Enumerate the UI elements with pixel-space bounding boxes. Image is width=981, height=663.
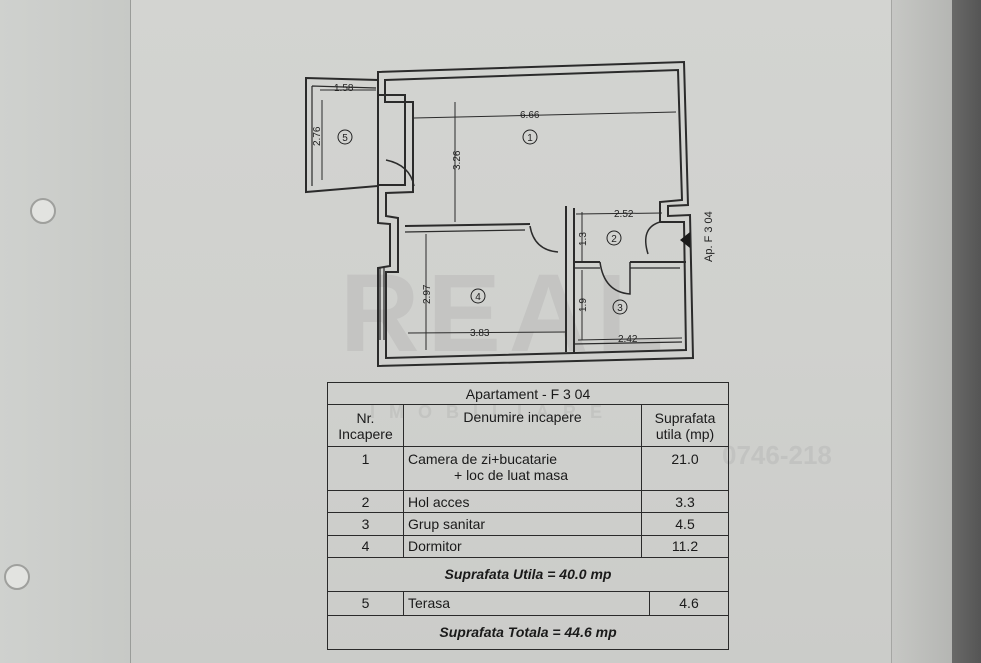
terrace-door [385, 159, 415, 187]
room-marker-2 [606, 230, 622, 246]
left-page [0, 0, 131, 663]
row-name-line1: Camera de zi+bucatarie [408, 451, 558, 468]
table-row: 1 Camera de zi+bucatarie + loc de luat m… [327, 446, 730, 492]
room-number-3: 3 [617, 303, 623, 314]
dimension-lines [320, 89, 683, 350]
dim-bedroom-width: 3.83 [470, 328, 490, 339]
table-row: 5 Terasa 4.6 [327, 590, 730, 616]
entrance-door [645, 221, 661, 255]
terrace-outline [305, 76, 379, 194]
dim-living-width: 6.66 [520, 110, 540, 121]
window-marks [377, 80, 385, 340]
dim-bath-height: 1.9 [578, 298, 589, 312]
dim-living-height: 3.26 [452, 150, 463, 170]
area-table: Apartament - F 3 04 Nr. Incapere Denumir… [326, 381, 730, 651]
room-number-1: 1 [527, 133, 533, 144]
room-marker-5 [337, 129, 353, 145]
binder-hole [30, 198, 56, 224]
living-bedroom-wall-inner [404, 229, 526, 233]
walls [305, 60, 695, 368]
header-nr: Nr. Incapere [327, 404, 404, 448]
room-number-4: 4 [475, 292, 481, 303]
terrace-inner [311, 85, 377, 186]
apartment-code-label: Ap. F 3 04 [703, 211, 715, 262]
table-row: 2 Hol acces 3.3 [327, 490, 730, 514]
room-number-5: 5 [342, 133, 348, 144]
usable-area-total: Suprafata Utila = 40.0 mp [326, 556, 730, 592]
table-row: 4 Dormitor 11.2 [327, 534, 730, 558]
dim-terasa-height: 2.76 [312, 126, 323, 146]
dim-hol-height: 1.3 [578, 232, 589, 246]
row-name-line2: + loc de luat masa [454, 467, 569, 484]
living-door [529, 225, 559, 253]
header-name: Denumire incapere [403, 404, 642, 448]
right-page-edge [891, 0, 952, 663]
dim-bath-width: 2.42 [618, 334, 638, 345]
bath-bottom [573, 341, 683, 345]
room-marker-4 [470, 288, 486, 304]
table-title: Apartament - F 3 04 [326, 381, 730, 406]
door-swings [385, 159, 661, 295]
room-marker-3 [612, 299, 628, 315]
room-number-2: 2 [611, 234, 617, 245]
entrance-arrow [680, 232, 690, 248]
grand-area-total: Suprafata Totala = 44.6 mp [326, 614, 730, 651]
dim-bedroom-height: 2.97 [422, 284, 433, 304]
header-area: Suprafata utila (mp) [640, 404, 730, 448]
hol-left-wall [565, 206, 575, 352]
bath-door [599, 261, 631, 295]
dim-terasa-width: 1.58 [334, 83, 354, 94]
living-bedroom-wall [404, 223, 531, 227]
watermark-phone: 0746-218 [722, 440, 832, 470]
room-marker-1 [522, 129, 538, 145]
dim-hol-width: 2.52 [614, 209, 634, 220]
table-row: 3 Grup sanitar 4.5 [327, 512, 730, 536]
inner-wall [384, 68, 688, 360]
binder-hole [4, 564, 30, 590]
outer-wall [377, 60, 695, 368]
